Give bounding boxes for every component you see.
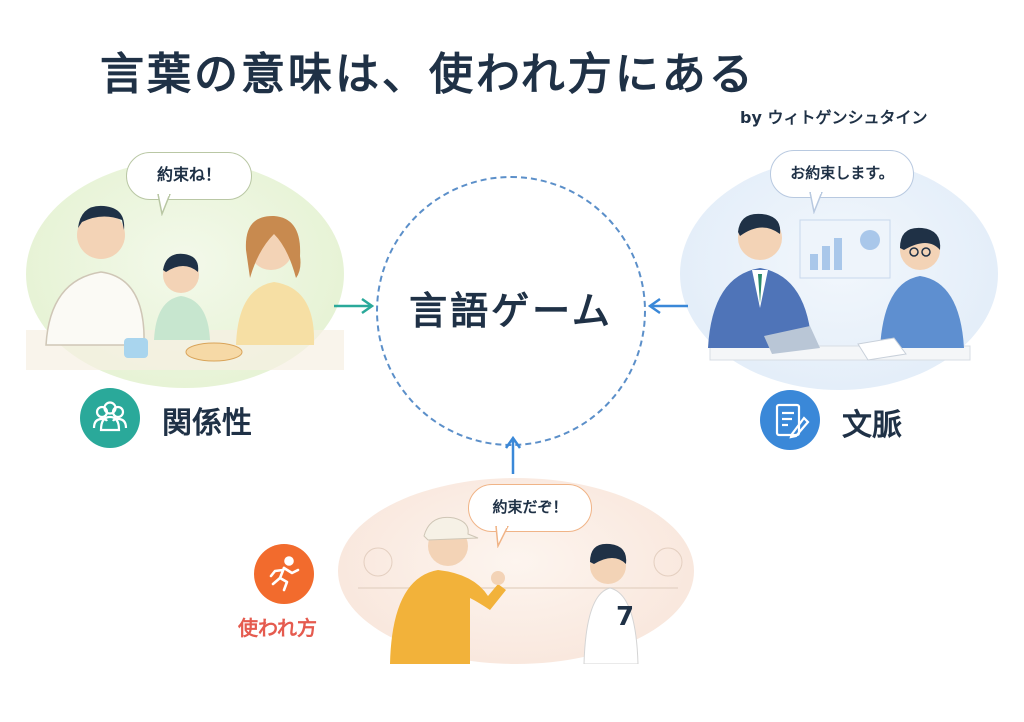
coach-and-player-illustration bbox=[358, 516, 683, 664]
document-pen-icon bbox=[760, 390, 820, 450]
arrow-relationship-to-center bbox=[334, 297, 375, 315]
context-label: 文脈 bbox=[842, 408, 902, 443]
author-credit: by ウィトゲンシュタイン bbox=[740, 108, 928, 127]
relationship-speech-text: 約束ね！ bbox=[156, 165, 221, 184]
usage-bubble-tail bbox=[495, 526, 509, 548]
language-game-label: 言語ゲーム bbox=[409, 289, 613, 333]
usage-label: 使われ方 bbox=[238, 616, 317, 640]
context-speech-bubble: お約束します。 bbox=[770, 150, 914, 198]
context-bubble-tail bbox=[809, 192, 823, 214]
relationship-bubble-tail bbox=[157, 194, 171, 216]
relationship-label: 関係性 bbox=[162, 406, 252, 441]
page-title: 言葉の意味は、使われ方にある bbox=[100, 49, 756, 100]
context-scene bbox=[680, 158, 998, 390]
relationship-speech-bubble: 約束ね！ bbox=[126, 152, 252, 200]
jersey-number: 7 bbox=[616, 602, 635, 632]
people-group-icon bbox=[80, 388, 140, 448]
arrow-context-to-center bbox=[647, 297, 688, 315]
usage-speech-text: 約束だぞ！ bbox=[492, 498, 568, 516]
family-illustration bbox=[26, 205, 344, 370]
usage-speech-bubble: 約束だぞ！ bbox=[468, 484, 592, 532]
language-game-circle bbox=[376, 176, 646, 446]
context-speech-text: お約束します。 bbox=[790, 164, 894, 182]
business-meeting-illustration bbox=[708, 213, 971, 361]
running-person-icon bbox=[254, 544, 314, 604]
arrow-usage-to-center bbox=[504, 435, 522, 474]
